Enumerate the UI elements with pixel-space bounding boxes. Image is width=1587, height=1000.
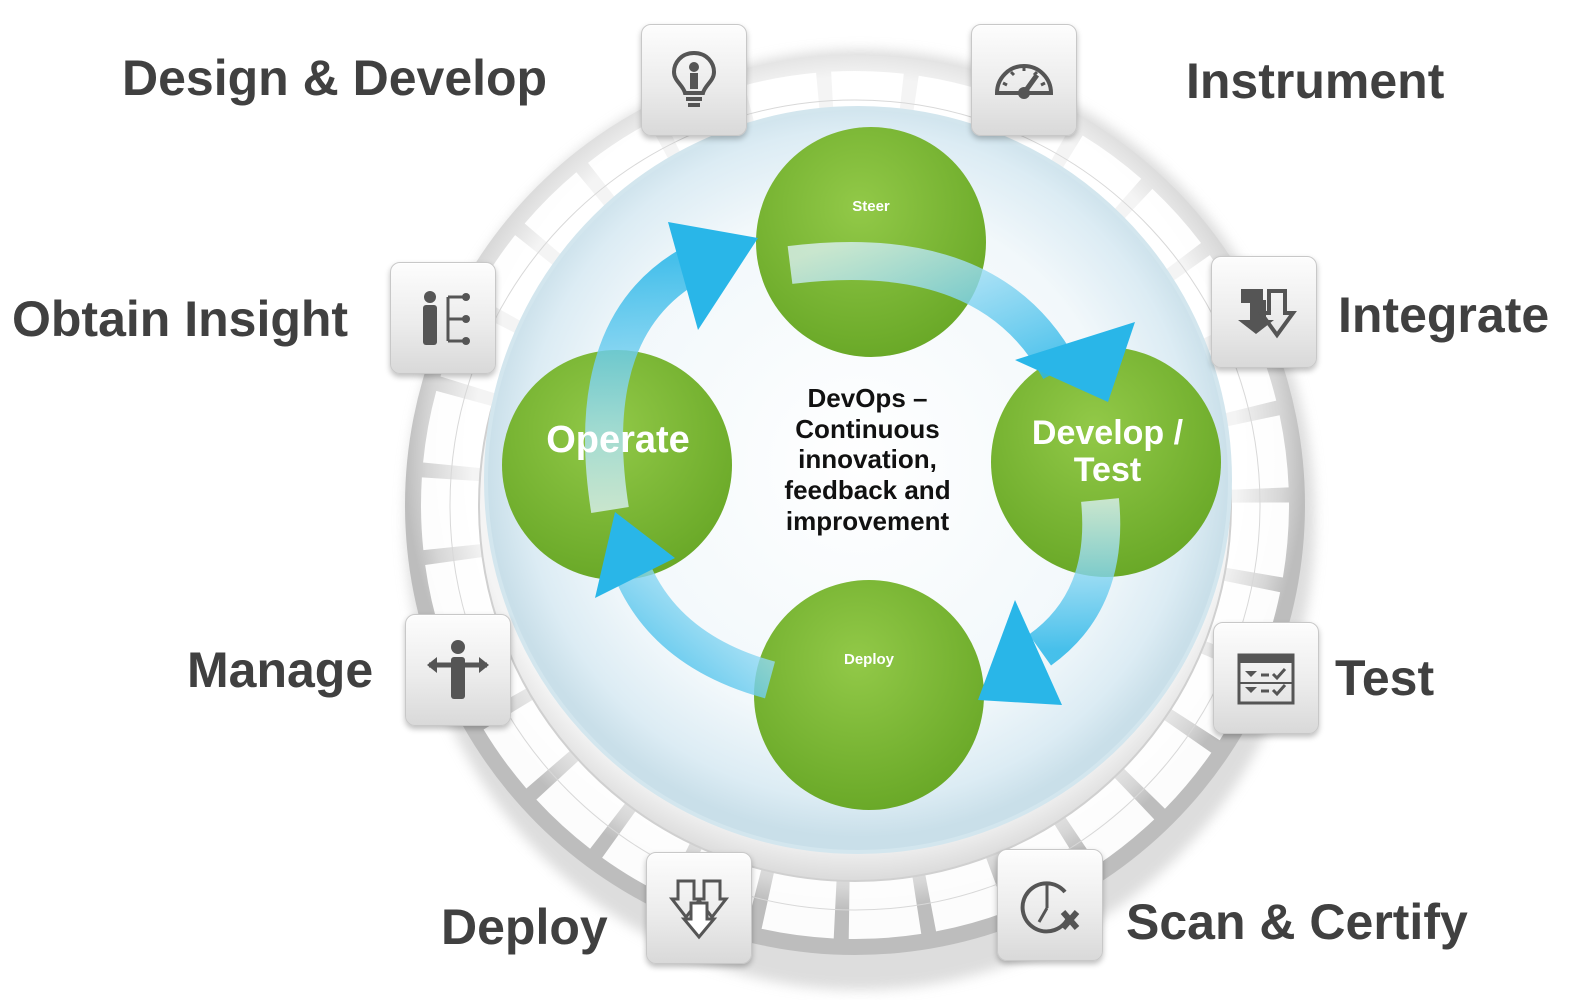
- develop-test-label: Develop / Test: [1031, 414, 1184, 490]
- stage-label-integrate: Integrate: [1338, 287, 1550, 343]
- double-down-arrow-icon: [646, 852, 752, 964]
- checklist-icon: [1213, 622, 1319, 734]
- stage-label-design-develop: Design & Develop: [122, 50, 548, 106]
- person-arrows-icon: [405, 614, 511, 726]
- steer-label: Steer: [852, 198, 890, 215]
- stage-label-test: Test: [1335, 650, 1435, 706]
- person-hierarchy-icon: [390, 262, 496, 374]
- stage-label-deploy: Deploy: [441, 899, 608, 955]
- clock-x-icon: [997, 849, 1103, 961]
- integrate-arrows-icon: [1211, 256, 1317, 368]
- develop-test-circle: [991, 347, 1221, 577]
- steer-circle: [756, 127, 986, 357]
- lightbulb-person-icon: [641, 24, 747, 136]
- stage-label-scan-certify: Scan & Certify: [1126, 894, 1468, 950]
- center-caption: DevOps – Continuous innovation, feedback…: [784, 383, 951, 536]
- gauge-icon: [971, 24, 1077, 136]
- operate-label: Operate: [546, 419, 690, 461]
- deploy-circle-label: Deploy: [843, 651, 894, 668]
- stage-label-obtain-insight: Obtain Insight: [12, 291, 349, 347]
- stage-label-instrument: Instrument: [1186, 53, 1445, 109]
- deploy-circle: [754, 580, 984, 810]
- stage-label-manage: Manage: [187, 642, 374, 698]
